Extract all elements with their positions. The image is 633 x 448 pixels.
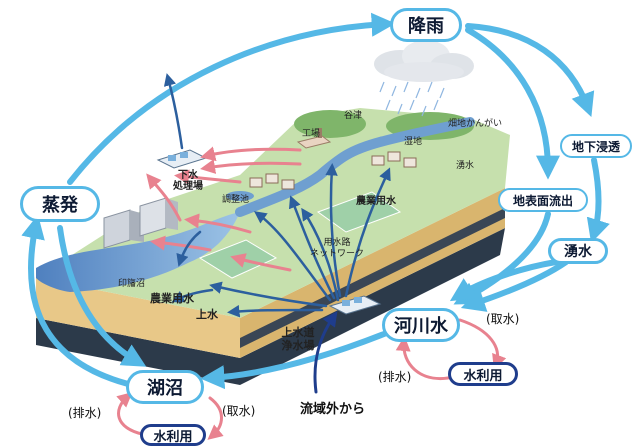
purification-plant-label-line2: 浄水場 xyxy=(281,339,315,352)
field-irrigation-label: 畑地かんがい xyxy=(448,119,503,129)
arrow-sewage-up xyxy=(163,73,184,150)
arrow-spring-to-river xyxy=(460,259,569,312)
rice-fields-upper xyxy=(316,191,402,233)
arrow-river-discharge xyxy=(395,336,450,381)
river-water xyxy=(235,117,475,217)
evaporation-label: 蒸発 xyxy=(42,195,78,216)
lake-intake-label: (取水) xyxy=(222,404,256,418)
water-supply-label: 上水 xyxy=(196,308,218,321)
irrigation-network-label-line1: 用水路 xyxy=(323,238,351,248)
bedrock-layer xyxy=(36,228,505,385)
terrain-block xyxy=(36,108,510,385)
rain-node: 降雨 xyxy=(390,8,462,42)
wetland-label: 湿地 xyxy=(404,137,423,147)
sewage-plant-label-line1: 下水 xyxy=(178,170,198,181)
sewage-plant-facility xyxy=(156,149,208,169)
agri-water-lower-label: 農業用水 xyxy=(150,292,194,305)
arrow-lake-to-evaporation xyxy=(21,214,131,387)
river-node: 河川水 xyxy=(382,308,460,342)
spring-water-label: 湧水 xyxy=(564,244,592,260)
purification-plant-label: 上水道 浄水場 xyxy=(272,326,324,352)
surface-runoff-node: 地表面流出 xyxy=(498,188,588,212)
soil-layer-front xyxy=(36,278,240,358)
arrow-river-intake xyxy=(458,318,507,370)
surface-runoff-label: 地表面流出 xyxy=(512,193,573,208)
lake-node: 湖沼 xyxy=(126,370,204,404)
rock-layer-side xyxy=(240,208,505,348)
arrow-rain-to-infiltration xyxy=(465,23,595,117)
flow-arrows xyxy=(163,73,391,318)
regulating-pond xyxy=(226,191,254,201)
water-use-lake-label: 水利用 xyxy=(153,429,193,445)
arrow-evaporation-to-rain xyxy=(67,12,396,185)
sewage-plant-label-line2: 処理場 xyxy=(173,181,203,192)
spring-water-node: 湧水 xyxy=(548,238,608,264)
irrigation-network-label-line2: ネットワーク xyxy=(309,249,364,259)
inba-marsh-label: 印旛沼 xyxy=(118,279,146,289)
rain-label: 降雨 xyxy=(408,16,444,37)
arrow-spring-to-river-lower xyxy=(449,259,559,302)
spring-label: 湧水 xyxy=(456,161,475,171)
cycle-arrows xyxy=(21,12,610,390)
hill-left xyxy=(294,110,366,138)
arrow-infiltration-to-spring xyxy=(586,157,610,244)
water-use-river-node: 水利用 xyxy=(448,362,518,386)
houses-right xyxy=(371,151,417,168)
sewage-plant-label: 下水 処理場 xyxy=(168,170,208,192)
regulating-pond-label: 調整池 xyxy=(222,195,250,205)
water-use-lake-node: 水利用 xyxy=(140,424,206,446)
factory-label: 工場 xyxy=(302,129,321,139)
arrow-evaporation-from-lake xyxy=(57,225,147,367)
factory-building xyxy=(296,128,332,149)
water-use-river-label: 水利用 xyxy=(463,368,503,384)
infiltration-label: 地下浸透 xyxy=(571,139,620,154)
lake-discharge-label: (排水) xyxy=(68,406,102,420)
valley-label: 谷津 xyxy=(344,111,363,121)
lake-water xyxy=(36,212,240,292)
river-intake-label: (取水) xyxy=(486,312,520,326)
infiltration-node: 地下浸透 xyxy=(560,134,632,158)
arrow-lake-discharge xyxy=(116,392,144,436)
agri-water-upper-label: 農業用水 xyxy=(356,196,396,207)
outside-basin-label: 流域外から xyxy=(300,402,366,417)
arrow-lake-intake xyxy=(207,396,224,440)
river-discharge-label: (排水) xyxy=(378,370,412,384)
rain-drops xyxy=(379,81,445,117)
arrow-river-to-lake xyxy=(200,327,397,390)
evaporation-node: 蒸発 xyxy=(20,186,100,222)
river-label: 河川水 xyxy=(394,316,448,337)
purification-plant-facility xyxy=(328,295,382,315)
houses-center xyxy=(249,173,295,190)
water-use-arrows xyxy=(116,146,507,440)
purification-plant-label-line1: 上水道 xyxy=(281,326,315,339)
arrow-rain-to-surface-runoff xyxy=(465,27,560,180)
lake-label: 湖沼 xyxy=(147,378,183,399)
city-buildings xyxy=(103,197,178,249)
rain-cloud xyxy=(374,40,474,82)
outside-basin-arrow xyxy=(313,311,338,394)
irrigation-network-label: 用水路 ネットワーク xyxy=(302,238,372,260)
